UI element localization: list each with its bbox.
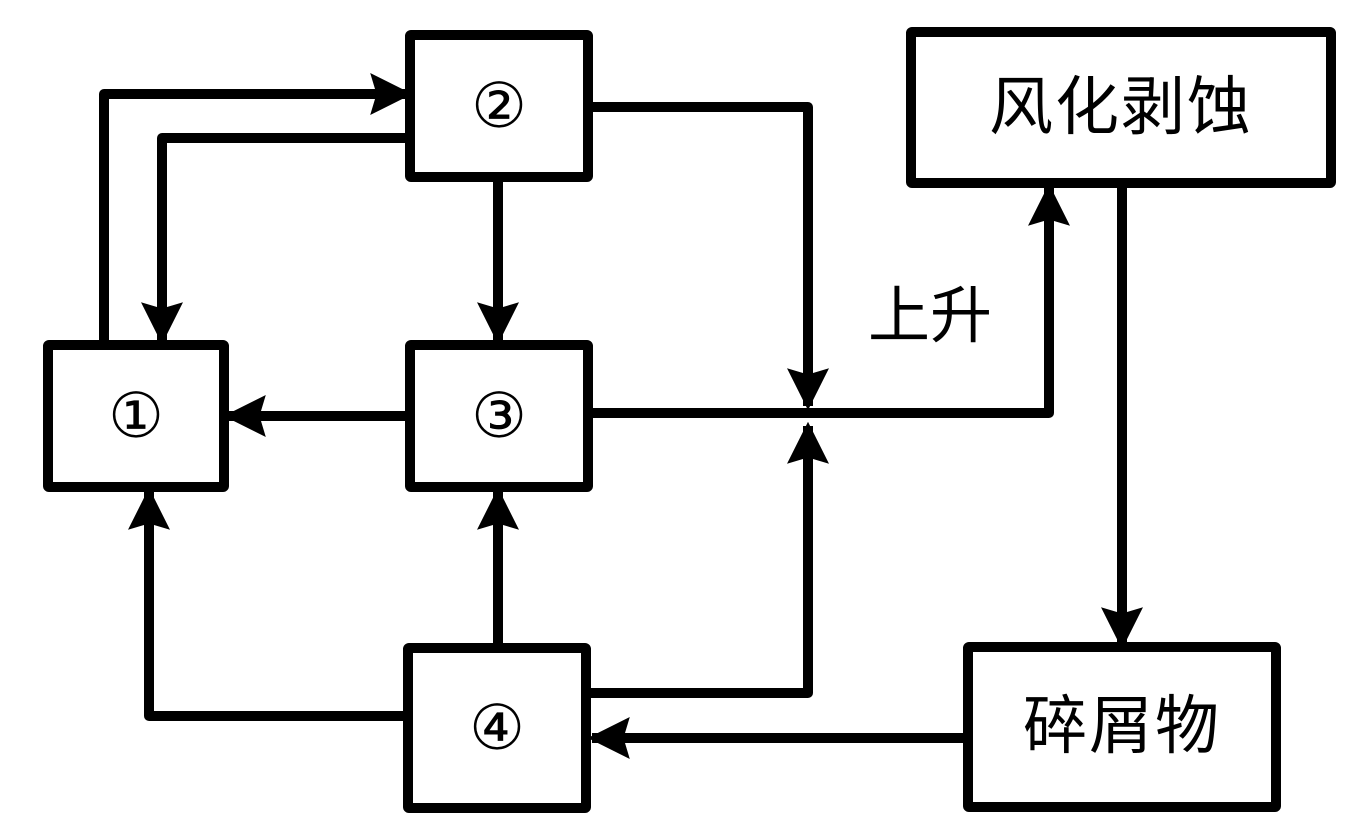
edge-2-to-junction bbox=[590, 102, 829, 411]
edge-uplift bbox=[590, 183, 1070, 418]
node-1-label: ① bbox=[108, 379, 164, 452]
edge-4-to-1 bbox=[128, 487, 408, 721]
edge-1-to-2 bbox=[99, 73, 413, 345]
uplift-label: 上升 bbox=[868, 279, 993, 352]
node-1: ① bbox=[43, 340, 229, 492]
node-4-label: ④ bbox=[469, 691, 525, 764]
node-sediment-label: 碎屑物 bbox=[1023, 690, 1221, 764]
node-2: ② bbox=[405, 30, 593, 182]
edge-2-to-1 bbox=[141, 133, 408, 345]
node-3: ③ bbox=[405, 340, 593, 492]
node-2-label: ② bbox=[471, 69, 527, 142]
node-4: ④ bbox=[403, 643, 591, 813]
node-weathering-label: 风化剥蚀 bbox=[989, 70, 1253, 145]
node-sediment: 碎屑物 bbox=[963, 642, 1281, 812]
edge-4-to-junction bbox=[588, 421, 829, 698]
node-3-label: ③ bbox=[471, 379, 527, 452]
node-weathering: 风化剥蚀 bbox=[906, 27, 1336, 188]
